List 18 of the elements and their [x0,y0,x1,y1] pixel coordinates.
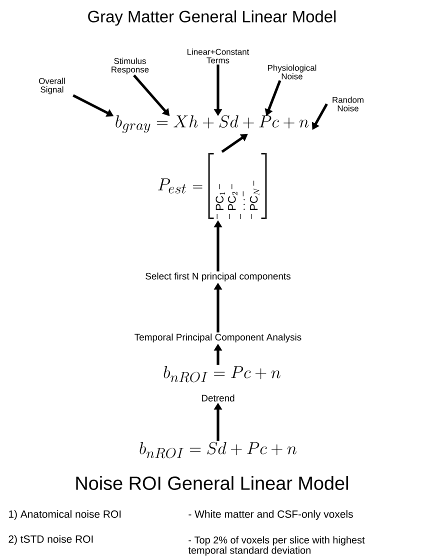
term-label: Stimulus Response [112,58,149,74]
term-label: Physiological Noise [268,64,316,80]
step-label: Detrend [202,394,234,402]
equation: $b_{nROI}=Sd+Pc+n$ [140,442,296,458]
step-label: Temporal Principal Component Analysis [134,334,302,342]
equation: $b_{gray}=Xh+Sd+Pc+n$ [116,115,309,133]
term-label: Linear+Constant Terms [188,48,250,64]
term-label: Overall Signal [39,78,65,94]
list-note: - White matter and CSF-only voxels [188,510,353,520]
list-item: 1) Anatomical noise ROI [9,510,121,520]
heading: Noise ROI General Linear Model [76,476,348,490]
title: Gray Matter General Linear Model [88,10,336,26]
list-item: 2) tSTD noise ROI [8,535,93,545]
list-note: - Top 2% of voxels per slice with highest temporal standard deviation [188,536,365,556]
step-label: Select first N principal components [146,272,290,282]
equation: $b_{nROI}=Pc+n$ [164,366,280,382]
matrix-equation: $P_{est}$ $=$ $\mathrm{PC}_{1}$ $\mathrm{PC}_{2}$ $\cdots$ $\mathrm{PC}_{N}$ [158,153,267,220]
term-label: Random Noise [332,96,364,112]
